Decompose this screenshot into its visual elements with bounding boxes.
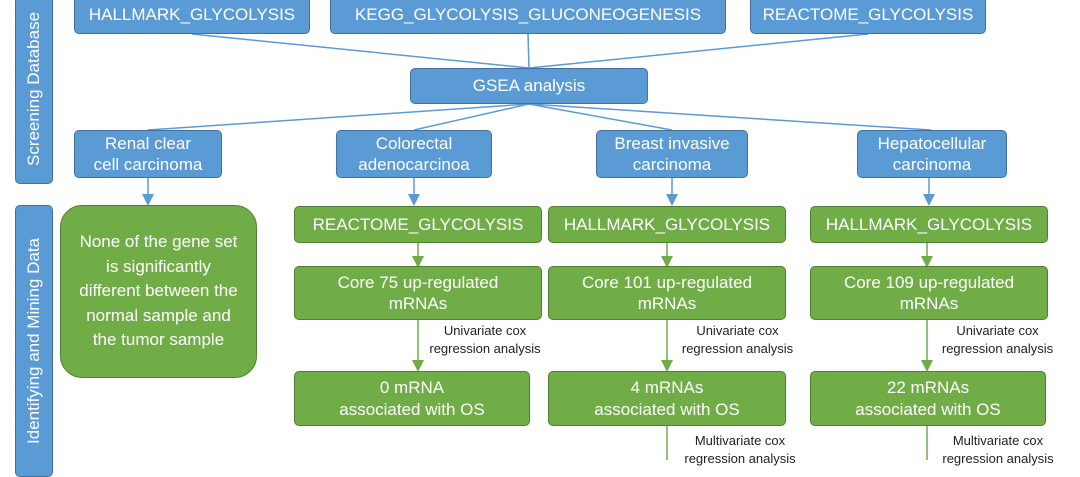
cancer-renal-clear-cell: Renal clear cell carcinoma [74,130,222,178]
section-identifying-label: Identifying and Mining Data [24,237,43,445]
cancer-breast-invasive: Breast invasive carcinoma [596,130,748,178]
section-identifying-mining: Identifying and Mining Data [15,205,53,477]
core-colorectal: Core 75 up-regulated mRNAs [294,266,542,320]
gsea-analysis-box: GSEA analysis [410,68,648,104]
db-kegg-glycolysis-gluconeogenesis: KEGG_GLYCOLYSIS_GLUCONEOGENESIS [330,0,726,34]
os-result-hepatocellular: 22 mRNAs associated with OS [810,371,1046,426]
core-breast: Core 101 up-regulated mRNAs [548,266,786,320]
renal-result-box: None of the gene set is significantly di… [60,205,257,378]
os-result-colorectal: 0 mRNA associated with OS [294,371,530,426]
connector-lines [142,33,935,460]
os-result-breast: 4 mRNAs associated with OS [548,371,786,426]
univariate-note-breast: Univariate cox regression analysis [681,323,794,356]
univariate-note-hepatocellular: Univariate cox regression analysis [941,323,1054,356]
section-screening-label: Screening Database [24,11,44,167]
pathway-breast: HALLMARK_GLYCOLYSIS [548,206,786,243]
multivariate-note-hepatocellular: Multivariate cox regression analysis [942,433,1054,466]
cancer-colorectal: Colorectal adenocarcinoa [336,130,492,178]
db-hallmark-glycolysis: HALLMARK_GLYCOLYSIS [74,0,310,34]
pathway-colorectal: REACTOME_GLYCOLYSIS [294,206,542,243]
cancer-hepatocellular: Hepatocellular carcinoma [857,130,1007,178]
pathway-hepatocellular: HALLMARK_GLYCOLYSIS [810,206,1048,243]
multivariate-note-breast: Multivariate cox regression analysis [684,433,796,466]
section-screening-database: Screening Database [15,0,53,184]
core-hepatocellular: Core 109 up-regulated mRNAs [810,266,1048,320]
db-reactome-glycolysis: REACTOME_GLYCOLYSIS [750,0,986,34]
univariate-note-colorectal: Univariate cox regression analysis [429,323,541,356]
